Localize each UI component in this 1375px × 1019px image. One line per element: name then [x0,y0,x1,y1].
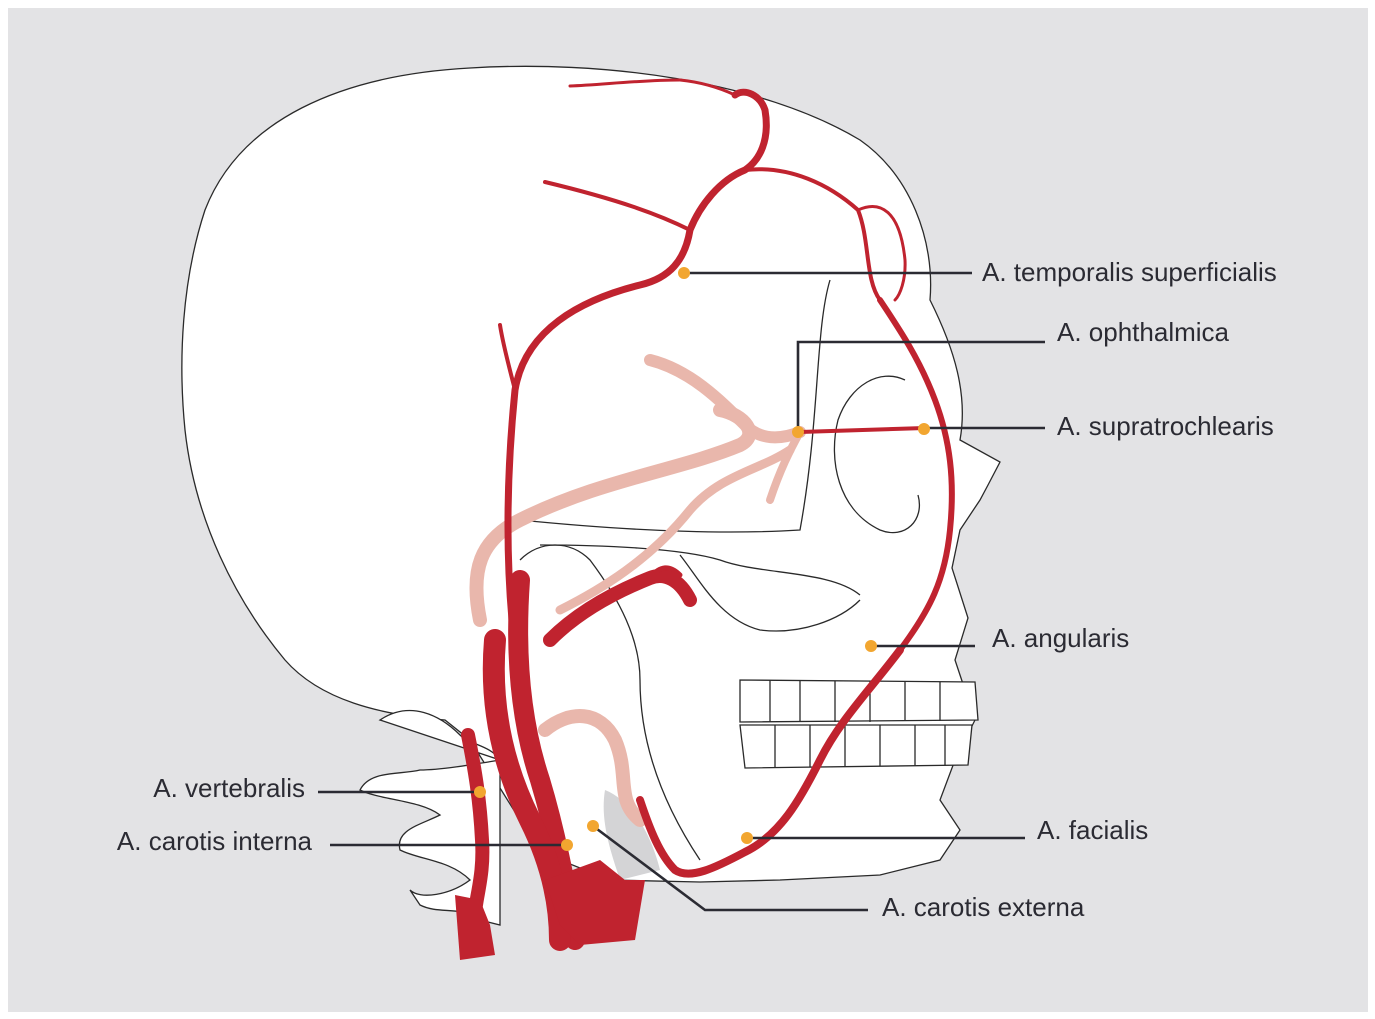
label-temporalis: A. temporalis superficialis [982,257,1277,287]
marker-angularis [865,640,877,652]
marker-carotis-interna [561,839,573,851]
marker-vertebralis [474,786,486,798]
label-facialis: A. facialis [1037,815,1148,845]
label-angularis: A. angularis [992,623,1129,653]
label-ophthalmica: A. ophthalmica [1057,317,1230,347]
label-carotis-interna: A. carotis interna [117,826,313,856]
marker-facialis [741,832,753,844]
label-supratrochlearis: A. supratrochlearis [1057,411,1274,441]
marker-carotis-externa [587,820,599,832]
marker-ophthalmica [792,426,804,438]
marker-temporalis [678,267,690,279]
label-carotis-externa: A. carotis externa [882,892,1085,922]
lower-teeth [740,725,972,768]
marker-supratrochlearis [918,423,930,435]
label-vertebralis: A. vertebralis [153,773,305,803]
